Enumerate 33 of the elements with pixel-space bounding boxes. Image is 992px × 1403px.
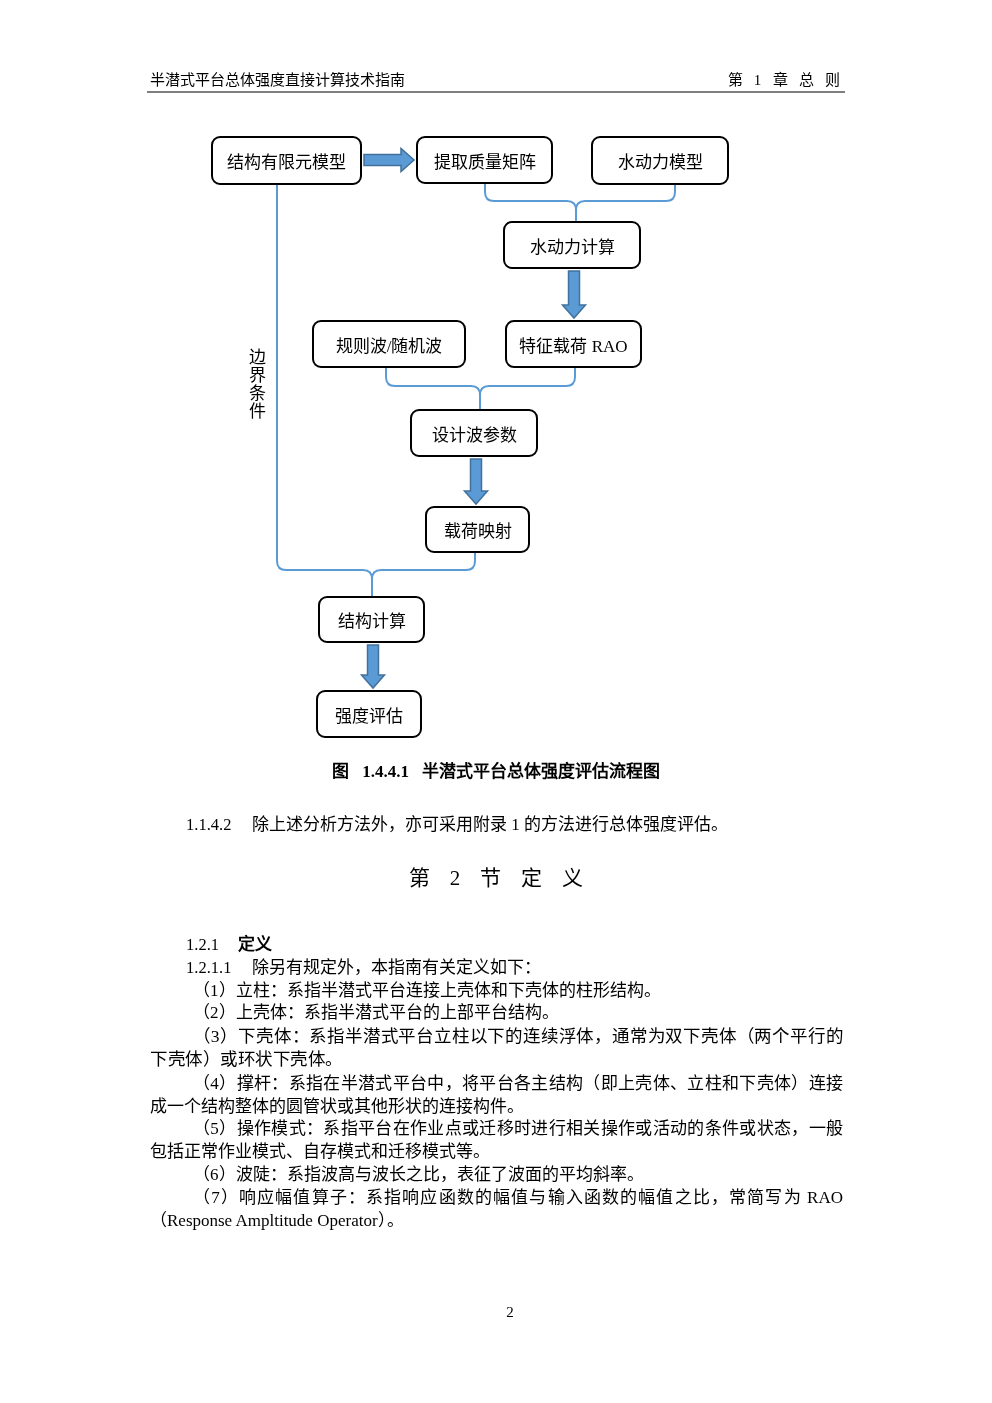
process-box: 水动力模型 bbox=[591, 136, 729, 185]
process-box: 结构有限元模型 bbox=[211, 136, 362, 185]
definition-paragraph: （6）波陡：系指波高与波长之比，表征了波面的平均斜率。 bbox=[192, 1163, 645, 1186]
paragraph: 除上述分析方法外，亦可采用附录 1 的方法进行总体强度评估。 bbox=[252, 813, 728, 836]
clause-number: 1.2.1 bbox=[186, 933, 219, 956]
definition-paragraph: （4）撑杆：系指在半潜式平台中，将平台各主结构（即上壳体、立柱和下壳体）连接成一个结构整体的圆管状或其他形状的连接构件。 bbox=[150, 1072, 843, 1118]
process-box: 结构计算 bbox=[318, 596, 425, 643]
clause-title: 定义 bbox=[238, 933, 272, 956]
clause-number: 1.1.4.2 bbox=[186, 813, 232, 836]
process-box: 强度评估 bbox=[316, 690, 422, 738]
running-header: 半潜式平台总体强度直接计算技术指南 bbox=[150, 70, 405, 90]
figure-caption: 图 1.4.4.1 半潜式平台总体强度评估流程图 bbox=[332, 760, 660, 783]
process-box: 提取质量矩阵 bbox=[416, 136, 553, 184]
process-box: 设计波参数 bbox=[410, 409, 538, 457]
page-number: 2 bbox=[506, 1302, 514, 1322]
process-box: 特征载荷 RAO bbox=[505, 320, 642, 368]
definition-paragraph: （3）下壳体：系指半潜式平台立柱以下的连续浮体，通常为双下壳体（两个平行的下壳体）或环状下壳体。 bbox=[150, 1024, 843, 1071]
definition-paragraph: （1）立柱：系指半潜式平台连接上壳体和下壳体的柱形结构。 bbox=[192, 979, 662, 1002]
process-box: 水动力计算 bbox=[503, 221, 641, 269]
clause-number: 1.2.1.1 bbox=[186, 956, 232, 979]
process-box: 载荷映射 bbox=[425, 506, 530, 553]
process-box: 规则波/随机波 bbox=[312, 320, 466, 368]
block-arrow bbox=[363, 146, 416, 174]
chapter-header: 第 1 章 总 则 bbox=[727, 70, 840, 90]
block-arrow bbox=[359, 644, 387, 690]
definition-paragraph: （7）响应幅值算子：系指响应函数的幅值与输入函数的幅值之比，常简写为 RAO（Response Ampltitude Operator）。 bbox=[150, 1186, 843, 1232]
edge-label: 边界条件 bbox=[248, 349, 266, 421]
definition-paragraph: （5）操作模式：系指平台在作业点或迁移时进行相关操作或活动的条件或状态，一般包括正常作业模式、自存模式和迁移模式等。 bbox=[150, 1117, 843, 1163]
definition-paragraph: （2）上壳体：系指半潜式平台的上部平台结构。 bbox=[192, 1001, 560, 1024]
block-arrow bbox=[560, 270, 588, 320]
paragraph: 除另有规定外，本指南有关定义如下： bbox=[252, 956, 541, 979]
block-arrow bbox=[462, 458, 490, 506]
section-heading: 第 2 节 定 义 bbox=[408, 866, 584, 890]
